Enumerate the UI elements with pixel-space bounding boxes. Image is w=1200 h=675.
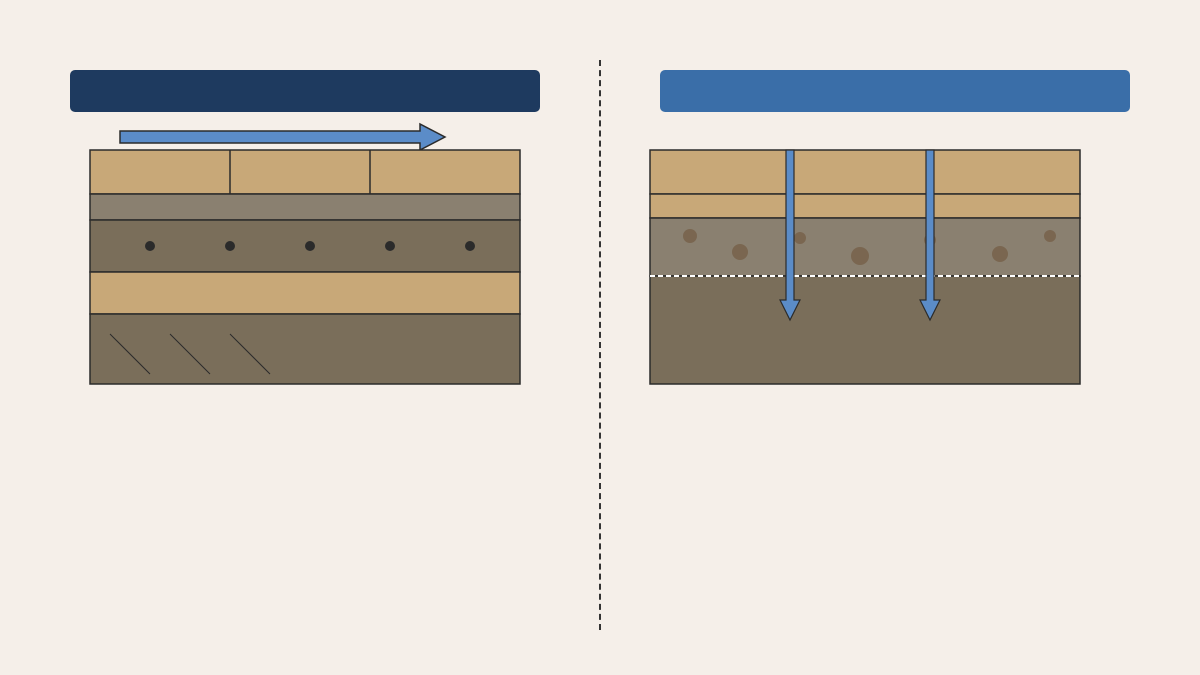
right-aggregate-layer (649, 217, 1081, 277)
drain-hole (305, 241, 315, 251)
right-subgrade-layer (649, 275, 1081, 385)
left-paver-layer (89, 149, 521, 195)
panel-divider (599, 60, 601, 630)
left-sand-layer (89, 271, 521, 315)
left-cross-section (89, 122, 521, 385)
drain-hole (145, 241, 155, 251)
left-bedding-layer (89, 193, 521, 221)
drain-hole (465, 241, 475, 251)
aggregate-stone (683, 229, 697, 243)
drain-hole (385, 241, 395, 251)
right-paver-layer (649, 149, 1081, 195)
aggregate-stone (992, 246, 1008, 262)
vertical-flow-arrow (919, 149, 941, 322)
horizontal-flow-arrow (119, 122, 447, 152)
right-bedding-layer (649, 193, 1081, 219)
hatch-line (109, 333, 151, 375)
vertical-flow-arrow (779, 149, 801, 322)
left-subgrade-layer (89, 313, 521, 385)
aggregate-stone (794, 232, 806, 244)
aggregate-stone (851, 247, 869, 265)
aggregate-stone (732, 244, 748, 260)
hatch-line (229, 333, 271, 375)
left-panel-header (70, 70, 540, 112)
aggregate-stone (1044, 230, 1056, 242)
hatch-line (169, 333, 211, 375)
right-panel-header (660, 70, 1130, 112)
right-cross-section (649, 149, 1081, 385)
drain-hole (225, 241, 235, 251)
